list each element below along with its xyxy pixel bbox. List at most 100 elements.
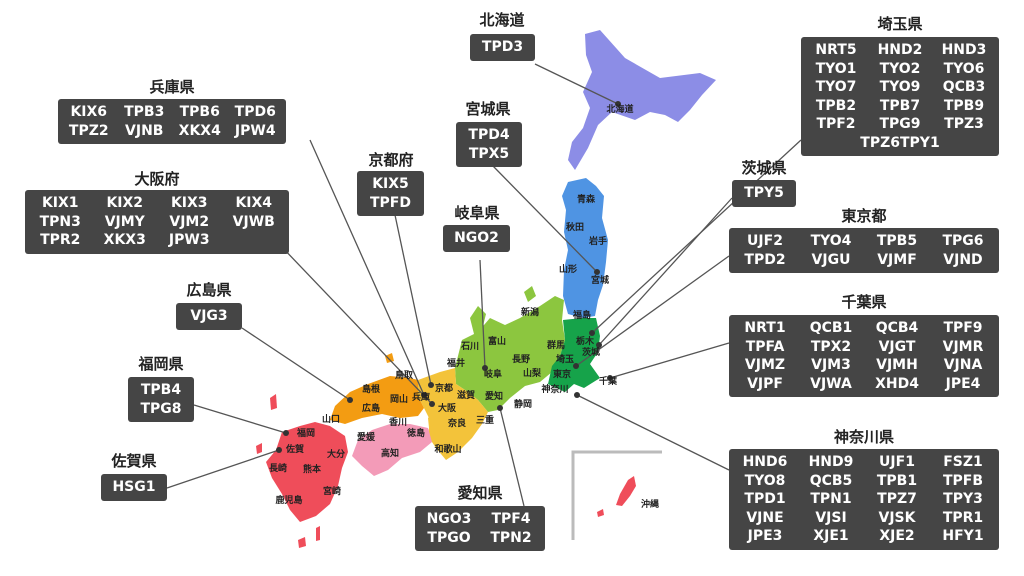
map-label-mie: 三重 <box>476 414 494 426</box>
code-chiba-5: TPX2 <box>810 338 852 355</box>
leader-dots <box>276 101 621 453</box>
island-okinawa-small <box>597 509 604 517</box>
code-chiba-14: XHD4 <box>875 375 919 392</box>
leader-line-osaka <box>279 244 433 405</box>
title-ibaraki: 茨城県 <box>741 159 787 177</box>
map-label-fukushima: 福島 <box>572 309 591 321</box>
leader-dot-kyoto <box>428 382 434 388</box>
leader-line-aichi <box>499 407 525 507</box>
code-hyogo-1: TPB3 <box>124 104 165 120</box>
code-chiba-11: VJNA <box>943 357 983 373</box>
map-label-ishikawa: 石川 <box>460 341 479 352</box>
leader-line-chiba <box>609 342 730 379</box>
leader-dot-hiroshima <box>347 397 353 403</box>
map-label-nagano: 長野 <box>512 354 530 365</box>
code-miyagi-1: TPX5 <box>468 145 510 162</box>
map-label-okayama: 岡山 <box>390 393 408 405</box>
code-osaka-2: KIX3 <box>170 195 208 211</box>
title-aichi: 愛知県 <box>457 484 503 502</box>
code-kanagawa-19: HFY1 <box>942 528 984 544</box>
map-label-fukuoka: 福岡 <box>296 427 315 439</box>
map-label-ehime: 愛媛 <box>357 431 376 443</box>
code-chiba-4: TPFA <box>745 338 785 355</box>
leader-line-miyagi <box>492 165 598 273</box>
title-hiroshima: 広島県 <box>186 281 232 299</box>
map-label-hiroshima: 広島 <box>362 402 380 414</box>
code-ibaraki-0: TPY5 <box>744 185 784 201</box>
code-saitama-3: TYO1 <box>815 60 857 77</box>
code-kanagawa-0: HND6 <box>742 454 788 470</box>
title-saga: 佐賀県 <box>111 452 157 470</box>
code-kyoto-1: TPFD <box>370 194 411 211</box>
code-tokyo-0: UJF2 <box>747 233 783 249</box>
map-label-miyazaki: 宮崎 <box>323 485 341 497</box>
code-chiba-1: QCB1 <box>809 320 853 336</box>
island-sado <box>524 286 536 302</box>
code-kanagawa-18: XJE2 <box>879 528 915 544</box>
region-kanto <box>548 318 600 392</box>
code-osaka-9: XKX3 <box>103 232 146 248</box>
region-shikoku <box>352 424 432 476</box>
island-awaji <box>428 414 434 428</box>
code-tokyo-7: VJND <box>943 251 983 268</box>
map-label-hyogo: 兵庫 <box>412 391 430 403</box>
code-saitama-extra: TPZ6TPY1 <box>860 134 940 151</box>
code-chiba-9: VJM3 <box>811 357 851 373</box>
leader-dot-kanagawa <box>574 392 580 398</box>
code-kanagawa-1: HND9 <box>808 454 854 470</box>
box-hokkaido: TPD3 <box>470 34 535 61</box>
leader-dot-saitama <box>589 330 595 336</box>
island-oki <box>385 353 394 363</box>
code-tokyo-5: VJGU <box>811 251 851 268</box>
code-kanagawa-4: TYO8 <box>744 472 786 489</box>
region-kyushu <box>266 422 348 522</box>
map-label-iwate: 岩手 <box>588 235 607 247</box>
map-label-shimane: 島根 <box>362 383 381 395</box>
code-saga-0: HSG1 <box>112 479 156 495</box>
title-fukuoka: 福岡県 <box>138 355 184 373</box>
code-saitama-8: QCB3 <box>942 79 986 95</box>
code-kanagawa-10: TPZ7 <box>877 491 917 507</box>
code-aichi-1: TPF4 <box>491 511 531 527</box>
leader-dot-ibaraki <box>596 342 602 348</box>
region-chugoku <box>330 376 424 424</box>
code-chiba-12: VJPF <box>747 375 783 392</box>
code-saitama-11: TPB9 <box>943 97 985 114</box>
code-kanagawa-8: TPD1 <box>744 491 786 507</box>
island-yakushima <box>298 537 306 548</box>
title-hyogo: 兵庫県 <box>149 78 195 96</box>
leader-dot-saga <box>276 447 282 453</box>
map-label-fukui: 福井 <box>446 357 465 369</box>
title-miyagi: 宮城県 <box>465 100 511 118</box>
leader-dot-gifu <box>482 365 488 371</box>
code-chiba-8: VJMZ <box>744 357 786 373</box>
map-label-aomori: 青森 <box>577 193 596 205</box>
code-kanagawa-7: TPFB <box>942 472 984 489</box>
code-hyogo-6: XKX4 <box>178 122 221 139</box>
okinawa-inset-frame <box>571 450 662 540</box>
leader-line-gifu <box>479 259 486 369</box>
code-kanagawa-13: VJSI <box>815 509 847 526</box>
title-osaka: 大阪府 <box>134 170 180 188</box>
map-label-tochigi: 栃木 <box>576 335 595 347</box>
map-label-saga: 佐賀 <box>285 443 304 455</box>
code-saitama-0: NRT5 <box>815 42 857 58</box>
prefecture-labels: 北海道青森秋田岩手山形宮城福島新潟栃木群馬茨城埼玉東京千葉神奈川山梨長野富山石川… <box>269 103 659 510</box>
code-osaka-7: VJWB <box>232 213 275 230</box>
code-fukuoka-0: TPB4 <box>140 382 182 398</box>
title-hokkaido: 北海道 <box>479 11 525 29</box>
map-label-yamagata: 山形 <box>559 263 577 275</box>
code-kanagawa-14: VJSK <box>878 509 916 526</box>
leader-line-saga <box>166 449 280 489</box>
